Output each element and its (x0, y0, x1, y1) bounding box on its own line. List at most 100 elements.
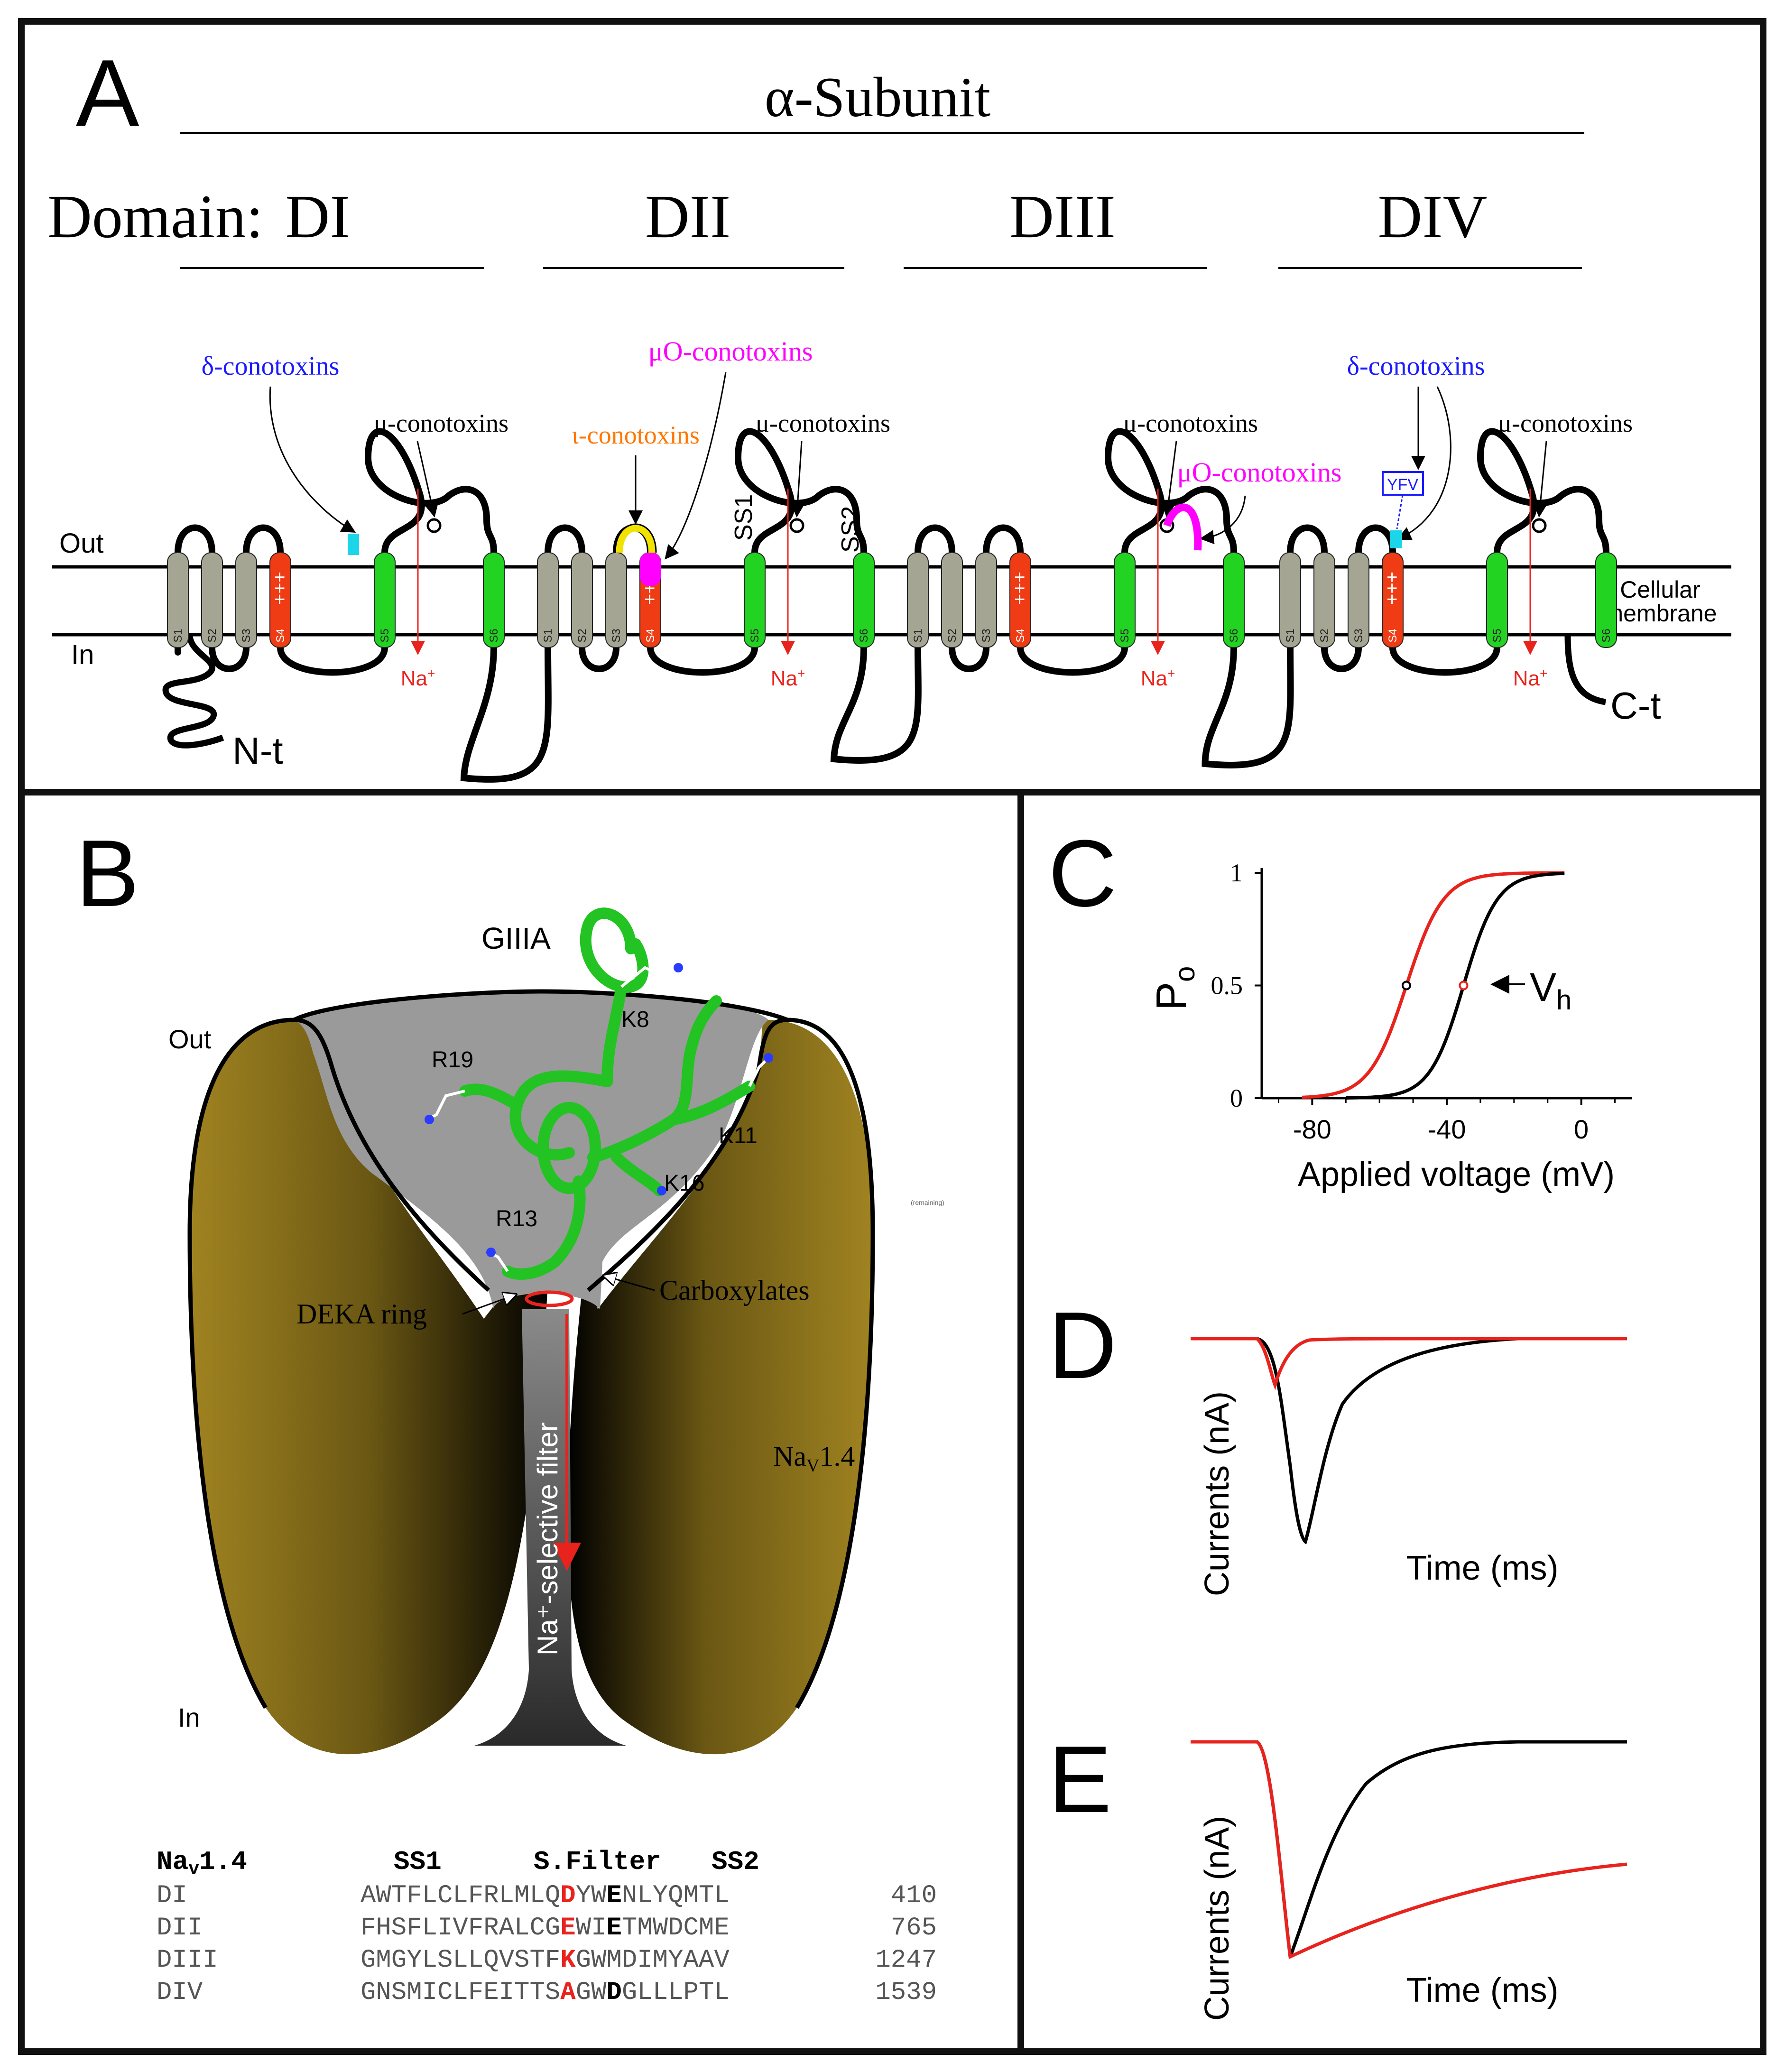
activation-curve-red (1302, 871, 1565, 1099)
segment-label-s6: S6 (858, 629, 870, 642)
domain-label: Domain: (47, 183, 263, 251)
segment-s1-domain-2 (537, 552, 559, 648)
segment-s2-domain-4 (1313, 552, 1335, 648)
mu-conotoxin-label-dii: μ-conotoxins (756, 409, 890, 437)
segment-s5-domain-2 (744, 552, 766, 648)
s4-charges: +++ (269, 572, 290, 605)
sodium-label: Na+ (771, 666, 805, 690)
panel-b-letter: B (76, 821, 139, 926)
residue-k16: K16 (664, 1171, 704, 1196)
domain-label-div: DIV (1377, 183, 1487, 251)
currents-axis-label-e: Currents (nA) (1198, 1816, 1236, 2021)
deka-ring-arrow (462, 1295, 515, 1315)
vh-label: Vh (1530, 965, 1571, 1016)
seq-header-channel: Nav1.4 (157, 1847, 247, 1879)
ligand-nitrogen-atoms (425, 963, 773, 1257)
carboxylates-arrow (605, 1276, 655, 1291)
mu-conotoxin-arrow-div (1533, 441, 1548, 518)
delta-conotoxin-arrow-di (269, 386, 356, 533)
panel-a-letter: A (76, 40, 139, 146)
yfv-label: YFV (1387, 476, 1418, 494)
domain-label-diii: DIII (1009, 183, 1116, 251)
n-terminus-label: N-t (232, 730, 283, 772)
muo-site-diii (1163, 503, 1202, 551)
vh-point (1459, 980, 1469, 990)
ss2-label: SS2 (837, 506, 864, 553)
residue-r19: R19 (432, 1047, 473, 1073)
residue-r13: R13 (496, 1206, 537, 1231)
giiia-label: GIIIA (481, 921, 551, 955)
segment-s2-domain-1 (201, 552, 223, 648)
current-trace-red-e (1191, 1740, 1627, 1960)
segment-label-s3: S3 (980, 629, 993, 642)
delta-site-div (1390, 530, 1402, 548)
segment-s6-domain-2 (853, 552, 875, 648)
delta-conotoxin-label-div: δ-conotoxins (1347, 352, 1485, 381)
voltage-axis-label: Applied voltage (mV) (1298, 1156, 1615, 1193)
muo-site-dii (640, 553, 661, 586)
seq-position: 1247 (875, 1946, 937, 1975)
seq-header-ss2: SS2 (712, 1847, 759, 1877)
segment-label-s1: S1 (912, 629, 924, 642)
currents-axis-label-d: Currents (nA) (1198, 1391, 1236, 1596)
seq-position: 1539 (875, 1978, 937, 2007)
channel-name: NaV1.4 (773, 1441, 855, 1476)
deka-ring (525, 1290, 574, 1307)
segment-s2-domain-2 (571, 552, 593, 648)
deka-ring-label: DEKA ring (296, 1298, 427, 1330)
delta-site-di (348, 534, 359, 555)
panel-e-letter: E (1048, 1727, 1111, 1832)
c-y-tick-label: 0 (1230, 1084, 1243, 1112)
segment-label-s2: S2 (946, 629, 959, 642)
segment-label-s6: S6 (488, 629, 500, 642)
remaining-note: (remaining) (911, 1199, 944, 1206)
segment-s5-domain-3 (1114, 552, 1136, 648)
po-axis-label: Po (1148, 966, 1201, 1010)
seq-position: 410 (891, 1881, 937, 1910)
muo-conotoxin-label-diii: μO-conotoxins (1177, 457, 1342, 488)
segment-label-s3: S3 (240, 629, 253, 642)
segment-label-s4: S4 (274, 629, 287, 642)
segment-label-s2: S2 (206, 629, 219, 642)
segment-label-s6: S6 (1600, 629, 1613, 642)
segment-label-s5: S5 (1118, 629, 1131, 642)
mu-site-di (426, 518, 442, 533)
segment-s5-domain-4 (1486, 552, 1508, 648)
mu-conotoxin-arrow-di (416, 441, 439, 518)
segment-s4-domain-4 (1382, 552, 1404, 648)
iota-site-outline (614, 523, 657, 553)
current-trace-black-e (1191, 1740, 1627, 1958)
segment-s1-domain-4 (1279, 552, 1301, 648)
mu-site-dii (789, 518, 804, 533)
segment-label-s2: S2 (576, 629, 589, 642)
channel-body-left (190, 1020, 550, 1755)
seq-domain-label: DIII (157, 1946, 218, 1975)
delta-conotoxin-arrow-div-2 (1396, 386, 1451, 540)
seq-header-ss1: SS1 (394, 1847, 442, 1877)
segment-label-s5: S5 (749, 629, 761, 642)
segment-s3-domain-4 (1348, 552, 1369, 648)
panel-a: A α-Subunit Domain: DI DII DIII DIV Out … (47, 40, 1731, 783)
channel-outline (187, 989, 875, 1709)
segment-label-s1: S1 (542, 629, 555, 642)
sodium-label: Na+ (1141, 666, 1175, 690)
seq-residues: FHSFLIVFRALCGEWIETMWDCME (360, 1914, 730, 1942)
panel-e: E Currents (nA) Time (ms) (1048, 1727, 1627, 2021)
panel-c-letter: C (1048, 821, 1117, 926)
filter-label: Na⁺-selective filter (532, 1422, 564, 1656)
sodium-label: Na+ (401, 666, 435, 690)
s4-charges: +++ (1009, 572, 1030, 605)
sodium-label: Na+ (1513, 666, 1548, 690)
segment-label-s3: S3 (1352, 629, 1365, 642)
c-x-tick-label: -80 (1293, 1114, 1331, 1144)
panel-d-letter: D (1048, 1293, 1117, 1398)
panel-a-frame (18, 18, 1766, 796)
ss1-label: SS1 (730, 494, 758, 541)
channel-body-right (567, 1020, 873, 1755)
mu-conotoxin-label-div: μ-conotoxins (1498, 409, 1633, 437)
panel-b: B G (76, 821, 944, 2007)
subunit-title: α-Subunit (765, 65, 990, 129)
channel-pore (474, 1309, 626, 1746)
